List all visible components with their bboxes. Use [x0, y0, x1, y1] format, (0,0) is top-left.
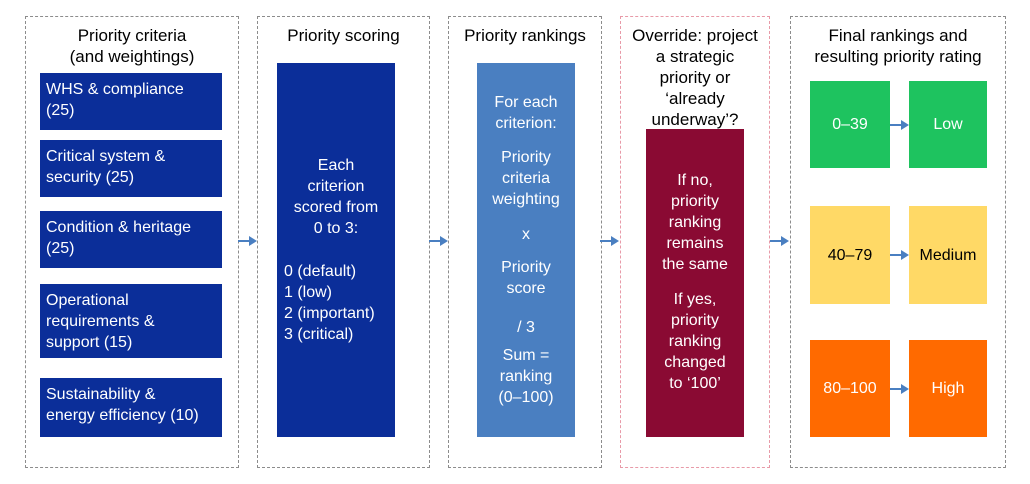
rankings-weighting: Priority criteria weighting [492, 149, 560, 208]
range-low-box: 0–39 [810, 81, 890, 168]
rankings-score: Priority score [501, 259, 551, 297]
rankings-sum: Sum = ranking (0–100) [498, 347, 554, 406]
criterion-operational: Operational requirements & support (15) [40, 284, 222, 358]
rating-medium: Medium [919, 246, 977, 264]
rankings-multiply: x [522, 226, 530, 243]
arrow-right-icon [600, 236, 619, 246]
rankings-for-each: For each criterion: [494, 94, 558, 132]
override-if-no: If no, priority ranking remains the same [662, 172, 728, 273]
criterion-critical-system: Critical system & security (25) [40, 140, 222, 197]
criteria-title: Priority criteria (and weightings) [69, 26, 195, 66]
scoring-title: Priority scoring [287, 26, 400, 45]
rating-high-box: High [909, 340, 987, 437]
override-title: Override: project a strategic priority o… [632, 26, 758, 129]
range-medium: 40–79 [827, 246, 873, 264]
range-low: 0–39 [832, 116, 868, 133]
rankings-title: Priority rankings [464, 26, 586, 45]
arrow-right-icon [890, 250, 909, 260]
rankings-divide: / 3 [517, 319, 535, 336]
rating-low-box: Low [909, 81, 987, 168]
criterion-condition-heritage: Condition & heritage (25) [40, 211, 222, 268]
rating-high: High [931, 380, 965, 397]
override-if-yes: If yes, priority ranking changed to ‘100… [664, 291, 726, 392]
arrow-right-icon [238, 236, 257, 246]
criterion-whs: WHS & compliance (25) [40, 73, 222, 130]
arrow-right-icon [429, 236, 448, 246]
rating-low: Low [933, 116, 963, 133]
final-title: Final rankings and resulting priority ra… [814, 26, 982, 66]
range-high: 80–100 [823, 380, 877, 397]
override-box: If no, priority ranking remains the same… [646, 129, 744, 437]
range-high-box: 80–100 [810, 340, 890, 437]
scoring-intro: Each criterion scored from 0 to 3: [293, 157, 379, 237]
rating-medium-box: Medium [909, 206, 987, 304]
arrow-right-icon [890, 120, 909, 130]
scoring-box: Each criterion scored from 0 to 3: 0 (de… [277, 63, 395, 437]
range-medium-box: 40–79 [810, 206, 890, 304]
scoring-levels: 0 (default) 1 (low) 2 (important) 3 (cri… [284, 263, 375, 343]
arrow-right-icon [890, 384, 909, 394]
rankings-box: For each criterion: Priority criteria we… [477, 63, 575, 437]
arrow-right-icon [770, 236, 789, 246]
criterion-sustainability: Sustainability & energy efficiency (10) [40, 378, 222, 437]
